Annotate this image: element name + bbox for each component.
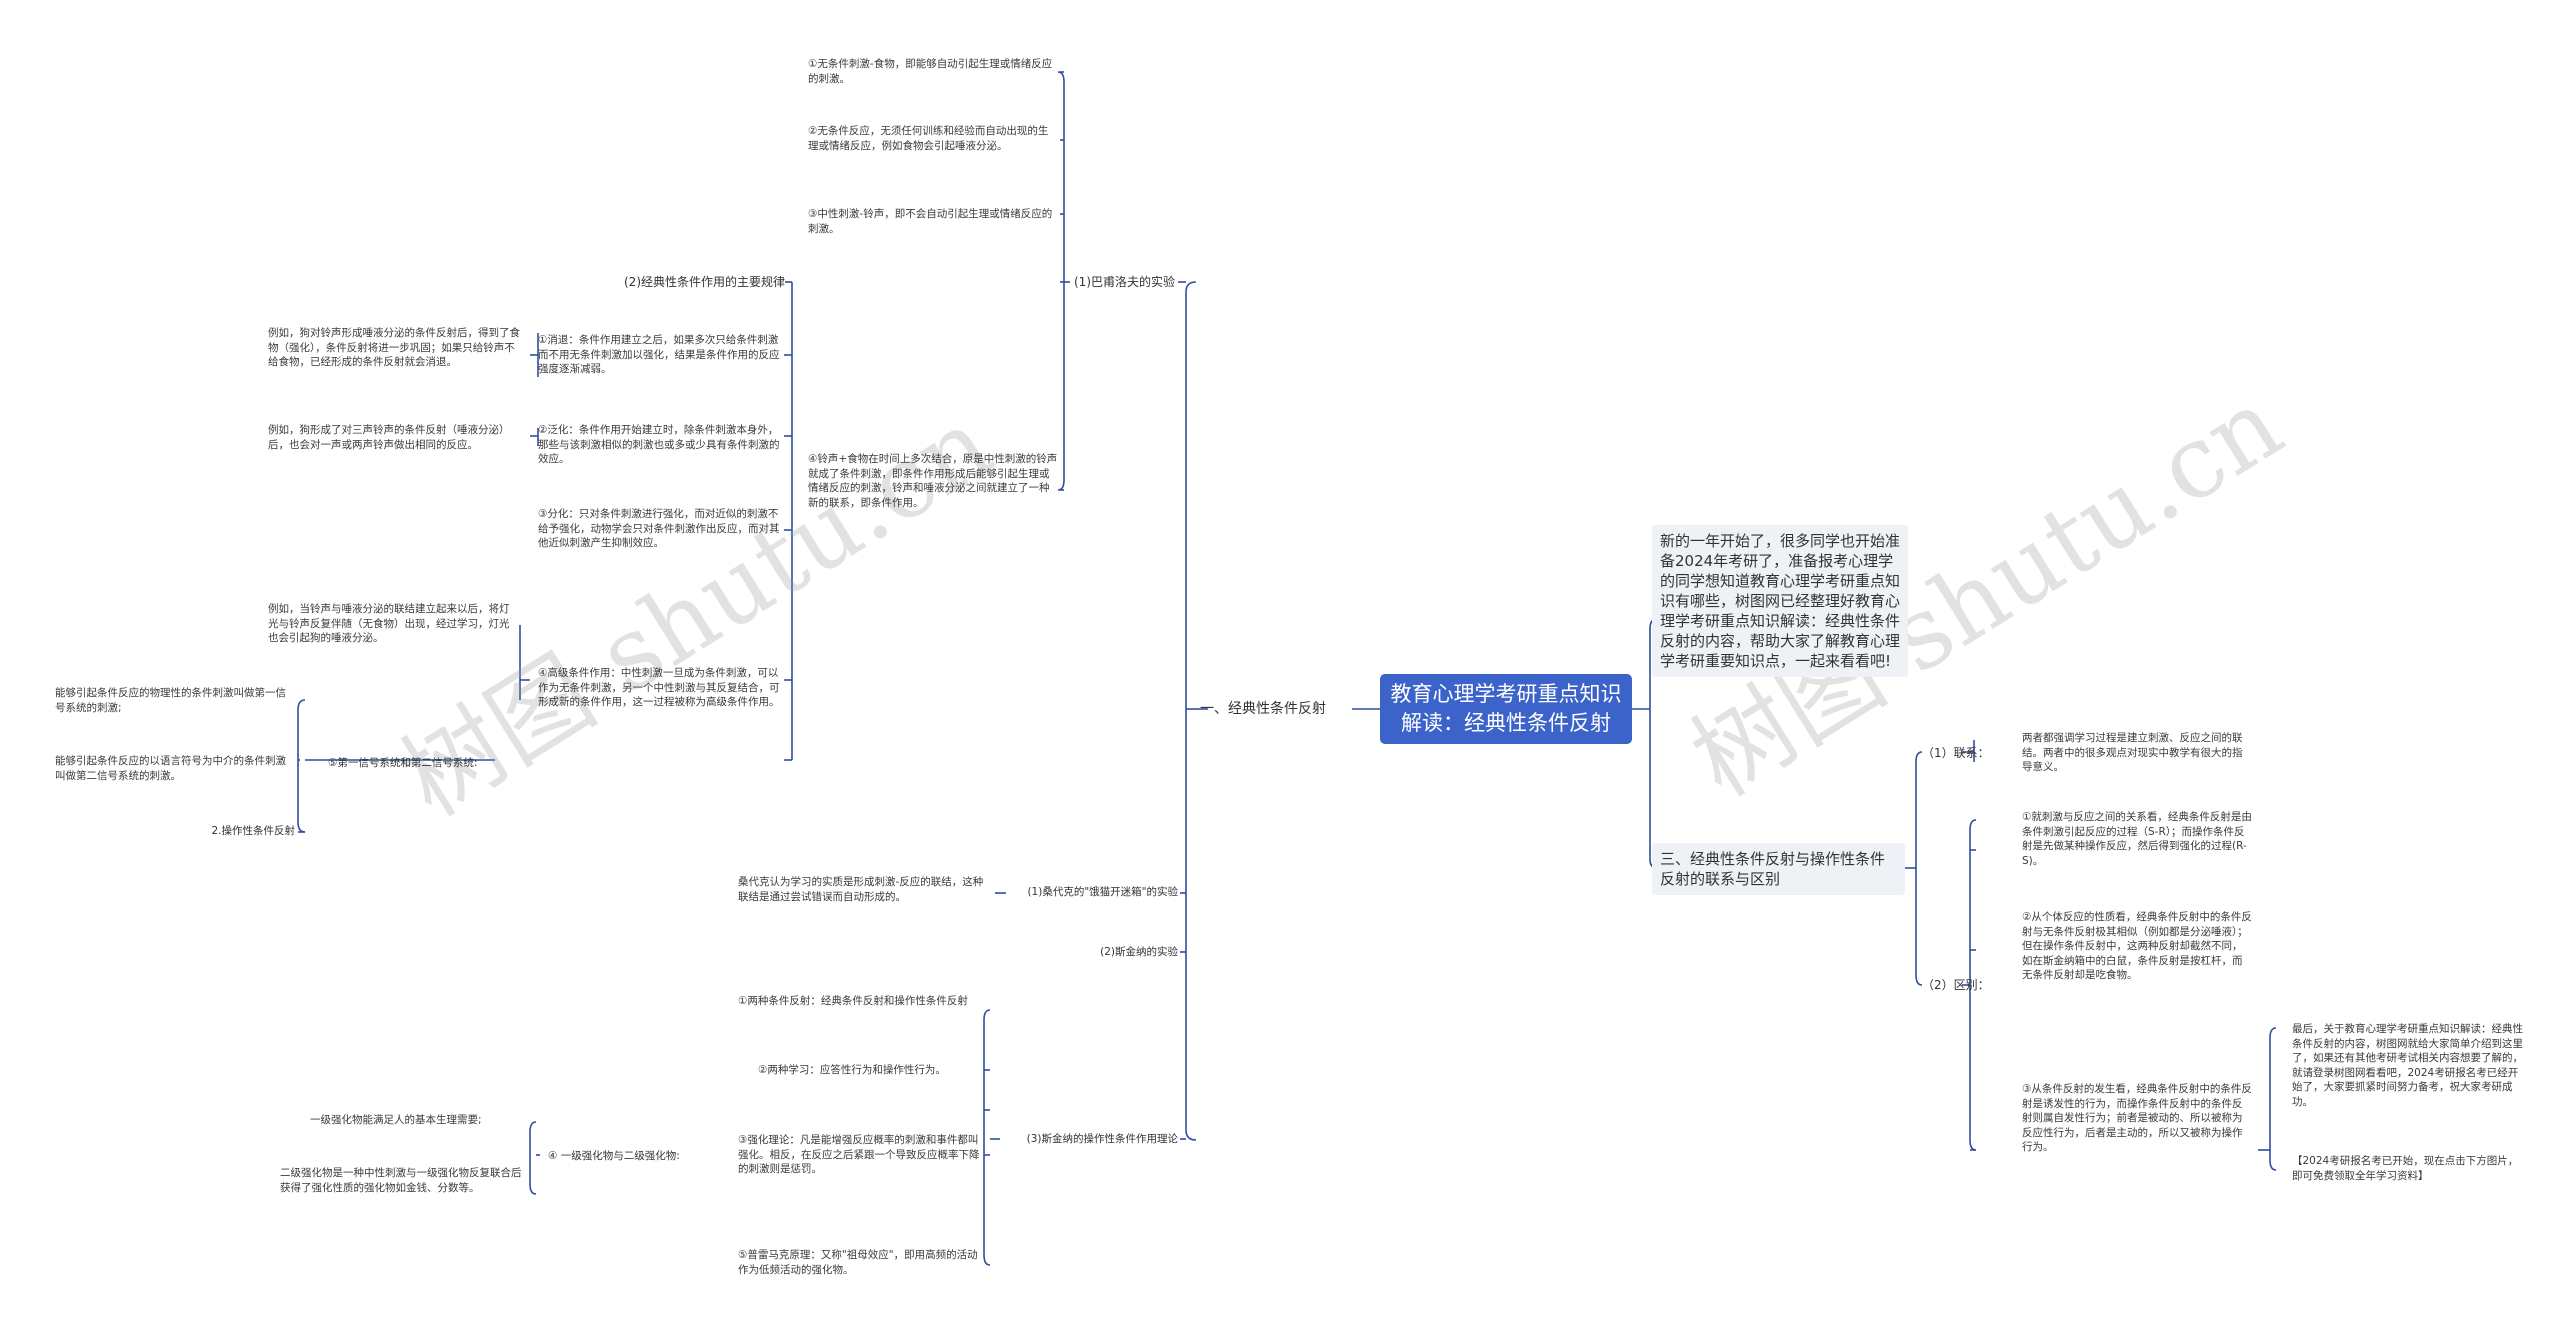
skinner-4-secondary[interactable]: 二级强化物是一种中性刺激与一级强化物反复联合后获得了强化性质的强化物如金钱、分数… xyxy=(280,1167,522,1194)
skinner-1[interactable]: ①两种条件反射：经典条件反射和操作性条件反射 xyxy=(738,995,968,1007)
law-2-example[interactable]: 例如，狗形成了对三声铃声的条件反射（唾液分泌）后，也会对一声或两声铃声做出相同的… xyxy=(268,424,510,451)
end-text[interactable]: 最后，关于教育心理学考研重点知识解读：经典性条件反射的内容，树图网就给大家简单介… xyxy=(2292,1023,2523,1108)
law-2[interactable]: ②泛化：条件作用开始建立时，除条件刺激本身外，那些与该刺激相似的刺激也或多或少具… xyxy=(538,424,780,465)
skinner-2[interactable]: ②两种学习：应答性行为和操作性行为。 xyxy=(758,1064,946,1076)
law-3[interactable]: ③分化：只对条件刺激进行强化，而对近似的刺激不给予强化，动物学会只对条件刺激作出… xyxy=(538,508,780,549)
end-link[interactable]: 【2024考研报名考已开始，现在点击下方图片，即可免费领取全年学习资料】 xyxy=(2292,1155,2519,1182)
skinner-theory-node[interactable]: (3)斯金纳的操作性条件作用理论 xyxy=(1026,1133,1178,1145)
law-5-first[interactable]: 能够引起条件反应的物理性的条件刺激叫做第一信号系统的刺激; xyxy=(55,687,286,714)
pavlov-1[interactable]: ①无条件刺激-食物，即能够自动引起生理或情绪反应的刺激。 xyxy=(808,58,1053,85)
branch-1-node[interactable]: 一、经典性条件反射 xyxy=(1200,701,1326,717)
pavlov-4[interactable]: ④铃声+食物在时间上多次结合，原是中性刺激的铃声就成了条件刺激，即条件作用形成后… xyxy=(808,453,1058,509)
qubie-3[interactable]: ③从条件反射的发生看，经典条件反射中的条件反射是诱发性的行为，而操作条件反射中的… xyxy=(2022,1083,2252,1153)
qubie-label[interactable]: （2）区别： xyxy=(1922,978,1990,992)
law-1[interactable]: ①消退：条件作用建立之后，如果多次只给条件刺激而不用无条件刺激加以强化，结果是条… xyxy=(538,334,780,375)
qubie-1[interactable]: ①就刺激与反应之间的关系看，经典条件反射是由条件刺激引起反应的过程（S-R）；而… xyxy=(2022,811,2252,867)
skinner-exp-node[interactable]: (2)斯金纳的实验 xyxy=(1100,946,1178,958)
law-5[interactable]: ⑤第一信号系统和第二信号系统: xyxy=(328,757,478,769)
skinner-4[interactable]: ④ 一级强化物与二级强化物: xyxy=(548,1150,680,1162)
skinner-3[interactable]: ③强化理论：凡是能增强反应概率的刺激和事件都叫强化。相反，在反应之后紧跟一个导致… xyxy=(738,1134,980,1175)
root-node[interactable]: 教育心理学考研重点知识解读：经典性条件反射 xyxy=(1380,674,1632,744)
law-4-example[interactable]: 例如，当铃声与唾液分泌的联结建立起来以后，将灯光与铃声反复伴随（无食物）出现，经… xyxy=(268,603,510,644)
pavlov-2[interactable]: ②无条件反应，无须任何训练和经验而自动出现的生理或情绪反应，例如食物会引起唾液分… xyxy=(808,125,1049,152)
law-4[interactable]: ④高级条件作用：中性刺激一旦成为条件刺激，可以作为无条件刺激，另一个中性刺激与其… xyxy=(538,667,780,708)
operant-title[interactable]: 2.操作性条件反射 xyxy=(211,825,295,837)
lianxi-label[interactable]: （1）联系： xyxy=(1922,746,1990,760)
pavlov-node[interactable]: (1)巴甫洛夫的实验 xyxy=(1074,275,1175,289)
intro-node[interactable]: 新的一年开始了，很多同学也开始准备2024年考研了，准备报考心理学的同学想知道教… xyxy=(1652,525,1908,677)
law-1-example[interactable]: 例如，狗对铃声形成唾液分泌的条件反射后，得到了食物（强化），条件反射将进一步巩固… xyxy=(268,327,520,368)
skinner-4-primary[interactable]: 一级强化物能满足人的基本生理需要; xyxy=(310,1114,482,1126)
thorndike-text[interactable]: 桑代克认为学习的实质是形成刺激-反应的联结，这种联结是通过尝试错误而自动形成的。 xyxy=(738,876,984,903)
qubie-2[interactable]: ②从个体反应的性质看，经典条件反射中的条件反射与无条件反射极其相似（例如都是分泌… xyxy=(2022,911,2252,981)
pavlov-3[interactable]: ③中性刺激-铃声，即不会自动引起生理或情绪反应的刺激。 xyxy=(808,208,1053,235)
thorndike-node[interactable]: (1)桑代克的"饿猫开迷箱"的实验 xyxy=(1027,886,1178,898)
lianxi-text[interactable]: 两者都强调学习过程是建立刺激、反应之间的联结。两者中的很多观点对现实中教学有很大… xyxy=(2022,732,2243,773)
branch-3-node[interactable]: 三、经典性条件反射与操作性条件反射的联系与区别 xyxy=(1652,843,1905,895)
laws-node[interactable]: (2)经典性条件作用的主要规律 xyxy=(624,275,785,289)
law-5-second[interactable]: 能够引起条件反应的以语言符号为中介的条件刺激叫做第二信号系统的刺激。 xyxy=(55,755,286,782)
skinner-5[interactable]: ⑤普雷马克原理：又称"祖母效应"，即用高频的活动作为低频活动的强化物。 xyxy=(738,1249,978,1276)
